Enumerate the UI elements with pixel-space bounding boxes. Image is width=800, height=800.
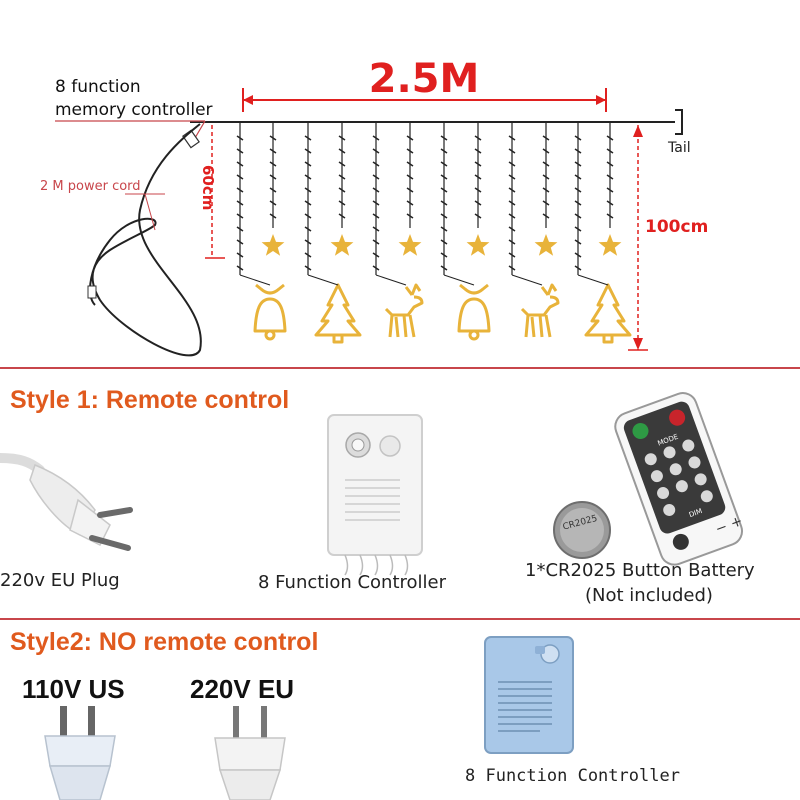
light-strands: [236, 122, 632, 344]
controller-box: [182, 129, 200, 149]
reindeer-icon: [520, 283, 560, 338]
controller-label-line1: 8 function: [55, 77, 141, 97]
style2-title: Style2: NO remote control: [10, 628, 319, 656]
bell-icon: [253, 283, 287, 341]
controller-caption: 8 Function Controller: [465, 766, 680, 786]
controller-label-line2: memory controller: [55, 100, 213, 120]
eu-plug-image: [214, 706, 286, 800]
star-icon: [398, 234, 422, 256]
tree-icon: [584, 283, 632, 344]
us-voltage-label: 110V US: [22, 674, 125, 704]
us-plug-image: [44, 706, 116, 800]
tree-icon: [314, 283, 362, 344]
section-divider: [0, 367, 800, 369]
eu-voltage-label: 220V EU: [190, 674, 295, 704]
reindeer-icon: [384, 283, 424, 338]
tail-label: Tail: [667, 140, 691, 156]
section-divider: [0, 618, 800, 620]
width-label: 2.5M: [369, 56, 480, 102]
star-icon: [598, 234, 622, 256]
power-cord-label: 2 M power cord: [40, 179, 141, 194]
drop-label: 60cm: [199, 165, 217, 210]
controller-box-image: [484, 636, 574, 754]
controller-caption: 8 Function Controller: [258, 572, 446, 593]
eu-plug-image: [0, 453, 133, 551]
remote-control-image: MODE DIM − +: [614, 392, 745, 566]
tail-connector: [675, 109, 683, 135]
eu-plug-caption: 220v EU Plug: [0, 570, 120, 591]
battery-caption-line1: 1*CR2025 Button Battery: [525, 560, 755, 581]
controller-box-image: [327, 414, 423, 576]
battery-caption-line2: (Not included): [585, 585, 713, 606]
bell-icon: [457, 283, 491, 341]
star-icon: [330, 234, 354, 256]
star-icon: [261, 234, 285, 256]
button-battery-image: CR2025: [553, 501, 611, 559]
star-icon: [466, 234, 490, 256]
star-icon: [534, 234, 558, 256]
curtain-light-diagram: Tail 2.5M 8 function memory controller 2…: [40, 56, 708, 357]
style1-title: Style 1: Remote control: [10, 386, 290, 414]
height-label: 100cm: [645, 217, 708, 237]
power-cord: [89, 123, 202, 357]
